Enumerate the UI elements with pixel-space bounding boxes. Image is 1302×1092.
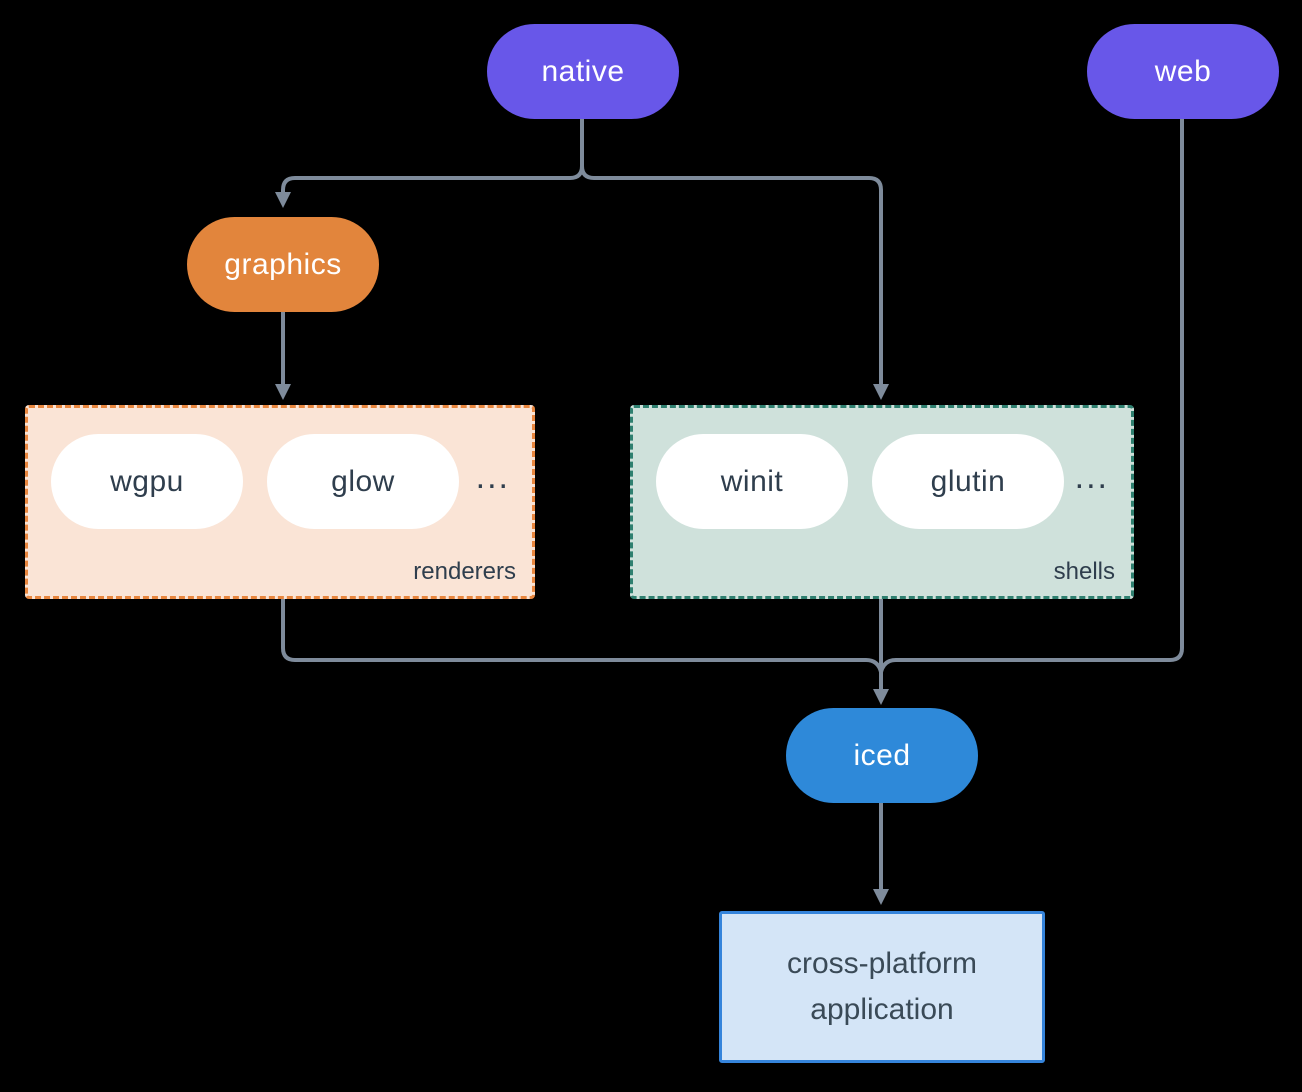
node-iced: iced — [786, 708, 978, 803]
node-glow-label: glow — [331, 464, 395, 498]
node-wgpu-label: wgpu — [110, 464, 184, 498]
edge-native-to-shells — [580, 118, 883, 384]
node-glutin-label: glutin — [930, 464, 1006, 498]
node-iced-label: iced — [853, 738, 911, 772]
edge-web-to-iced — [879, 118, 1184, 673]
node-cross-platform-application: cross-platform application — [719, 911, 1045, 1063]
arrowhead-graphics — [275, 192, 291, 208]
renderers-ellipsis: ... — [475, 458, 510, 496]
edge-native-to-graphics — [281, 118, 584, 194]
group-renderers-label: renderers — [413, 558, 516, 585]
arrowhead-renderers — [275, 384, 291, 400]
arrowhead-application — [873, 889, 889, 905]
node-winit-label: winit — [720, 464, 784, 498]
shells-ellipsis: ... — [1074, 458, 1109, 496]
node-graphics-label: graphics — [224, 247, 342, 281]
node-glow: glow — [267, 434, 459, 529]
group-shells-label: shells — [1053, 558, 1115, 585]
node-winit: winit — [656, 434, 848, 529]
application-label-line1: cross-platform — [786, 947, 978, 980]
node-web-label: web — [1154, 54, 1212, 88]
node-graphics: graphics — [187, 217, 379, 312]
node-glutin: glutin — [872, 434, 1064, 529]
arrowhead-iced — [873, 689, 889, 705]
application-label-line2: application — [810, 993, 954, 1026]
node-native: native — [487, 24, 679, 119]
node-native-label: native — [541, 54, 625, 88]
group-shells: winit glutin ... shells — [630, 405, 1134, 599]
node-web: web — [1087, 24, 1279, 119]
edge-renderers-to-iced — [281, 599, 883, 673]
group-renderers: wgpu glow ... renderers — [25, 405, 535, 599]
arrowhead-shells — [873, 384, 889, 400]
node-wgpu: wgpu — [51, 434, 243, 529]
